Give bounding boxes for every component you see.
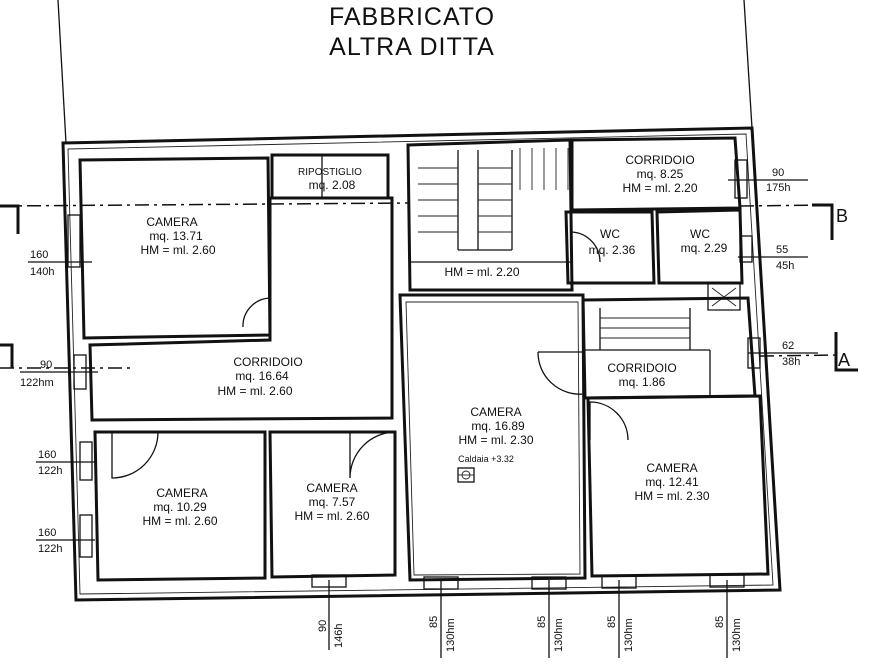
wc2-area: mq. 2.29 <box>681 241 728 255</box>
outer-walls <box>61 126 782 602</box>
camera-c-height: HM = ml. 2.30 <box>458 433 533 447</box>
corridoio-w-name: CORRIDOIO <box>233 355 302 369</box>
camera-nw-name: CAMERA <box>146 215 197 229</box>
corridoio-w-height: HM = ml. 2.60 <box>217 384 292 398</box>
dim-d7-bottom: 38h <box>782 356 800 368</box>
dim-b4-bottom: 130hm <box>623 618 635 652</box>
camera-c-name: CAMERA <box>470 405 521 419</box>
camera-sw2-height: HM = ml. 2.60 <box>294 509 369 523</box>
dim-b1-bottom: 146h <box>333 624 345 648</box>
neighbour-title-line1: FABBRICATO <box>329 3 495 31</box>
ripostiglio-name: RIPOSTIGLIO <box>298 167 362 178</box>
camera-nw-area: mq. 13.71 <box>149 229 203 243</box>
stair-hall <box>406 138 574 292</box>
dim-b5-top: 85 <box>714 616 726 628</box>
corridoio-e-area: mq. 1.86 <box>619 375 666 389</box>
camera-se-area: mq. 12.41 <box>645 475 699 489</box>
dim-b1-top: 90 <box>317 620 329 632</box>
bottom-dimensions: 90 146h 85 130hm 85 130hm 85 130hm 85 13… <box>317 580 743 658</box>
room-labels: CAMERA mq. 13.71 HM = ml. 2.60 RIPOSTIGL… <box>140 153 727 528</box>
camera-se-height: HM = ml. 2.30 <box>634 489 709 503</box>
dim-b2-bottom: 130hm <box>445 618 457 652</box>
north-east-rooms <box>564 136 744 311</box>
camera-c-area: mq. 16.89 <box>471 419 525 433</box>
camera-sw2-name: CAMERA <box>306 481 357 495</box>
dim-d7-top: 62 <box>782 340 794 352</box>
dim-d6-top: 55 <box>776 244 788 256</box>
dim-b3-bottom: 130hm <box>553 618 565 652</box>
dim-d1-top: 160 <box>30 249 48 261</box>
dim-d1-bottom: 140h <box>30 266 54 278</box>
camera-c-note: Caldaia +3.32 <box>458 454 514 464</box>
corridoio-ne-height: HM = ml. 2.20 <box>622 181 697 195</box>
wc1-area: mq. 2.36 <box>589 243 636 257</box>
corridoio-ne-area: mq. 8.25 <box>637 167 684 181</box>
dim-b2-top: 85 <box>428 616 440 628</box>
side-dimensions: 160 140h 90 122hm 160 122h 160 122h 90 1… <box>20 167 818 555</box>
ripostiglio-area: mq. 2.08 <box>309 178 356 192</box>
corridoio-e-name: CORRIDOIO <box>607 361 676 375</box>
neighbour-title-line2: ALTRA DITTA <box>329 33 495 61</box>
stair-hall-height: HM = ml. 2.20 <box>444 265 519 279</box>
section-lines: B A <box>0 202 858 372</box>
south-east-rooms <box>398 293 770 582</box>
camera-sw1-area: mq. 10.29 <box>153 500 207 514</box>
camera-sw2-area: mq. 7.57 <box>309 495 356 509</box>
section-a-right-label: A <box>838 350 850 370</box>
section-b-right-label: B <box>836 206 848 226</box>
dim-b3-top: 85 <box>536 616 548 628</box>
corridoio-w-area: mq. 16.64 <box>235 369 289 383</box>
dim-d4-bottom: 122h <box>38 543 62 555</box>
camera-se-name: CAMERA <box>646 461 697 475</box>
dim-d6-bottom: 45h <box>776 260 794 272</box>
dim-d3-bottom: 122h <box>38 465 62 477</box>
dim-d4-top: 160 <box>38 527 56 539</box>
dim-b5-bottom: 130hm <box>731 618 743 652</box>
dim-d2-bottom: 122hm <box>20 377 54 389</box>
camera-nw-height: HM = ml. 2.60 <box>140 243 215 257</box>
west-wing <box>78 153 397 582</box>
wc1-name: WC <box>600 227 620 241</box>
dim-d5-top: 90 <box>772 167 784 179</box>
neighbour-building: FABBRICATO ALTRA DITTA <box>57 0 753 144</box>
dim-b4-top: 85 <box>606 616 618 628</box>
dim-d3-top: 160 <box>38 449 56 461</box>
dim-d5-bottom: 175h <box>766 182 790 194</box>
corridoio-ne-name: CORRIDOIO <box>625 153 694 167</box>
dim-d2-top: 90 <box>40 359 52 371</box>
boiler-icon <box>457 467 475 483</box>
camera-sw1-name: CAMERA <box>156 486 207 500</box>
camera-sw1-height: HM = ml. 2.60 <box>142 514 217 528</box>
wc2-name: WC <box>690 227 710 241</box>
